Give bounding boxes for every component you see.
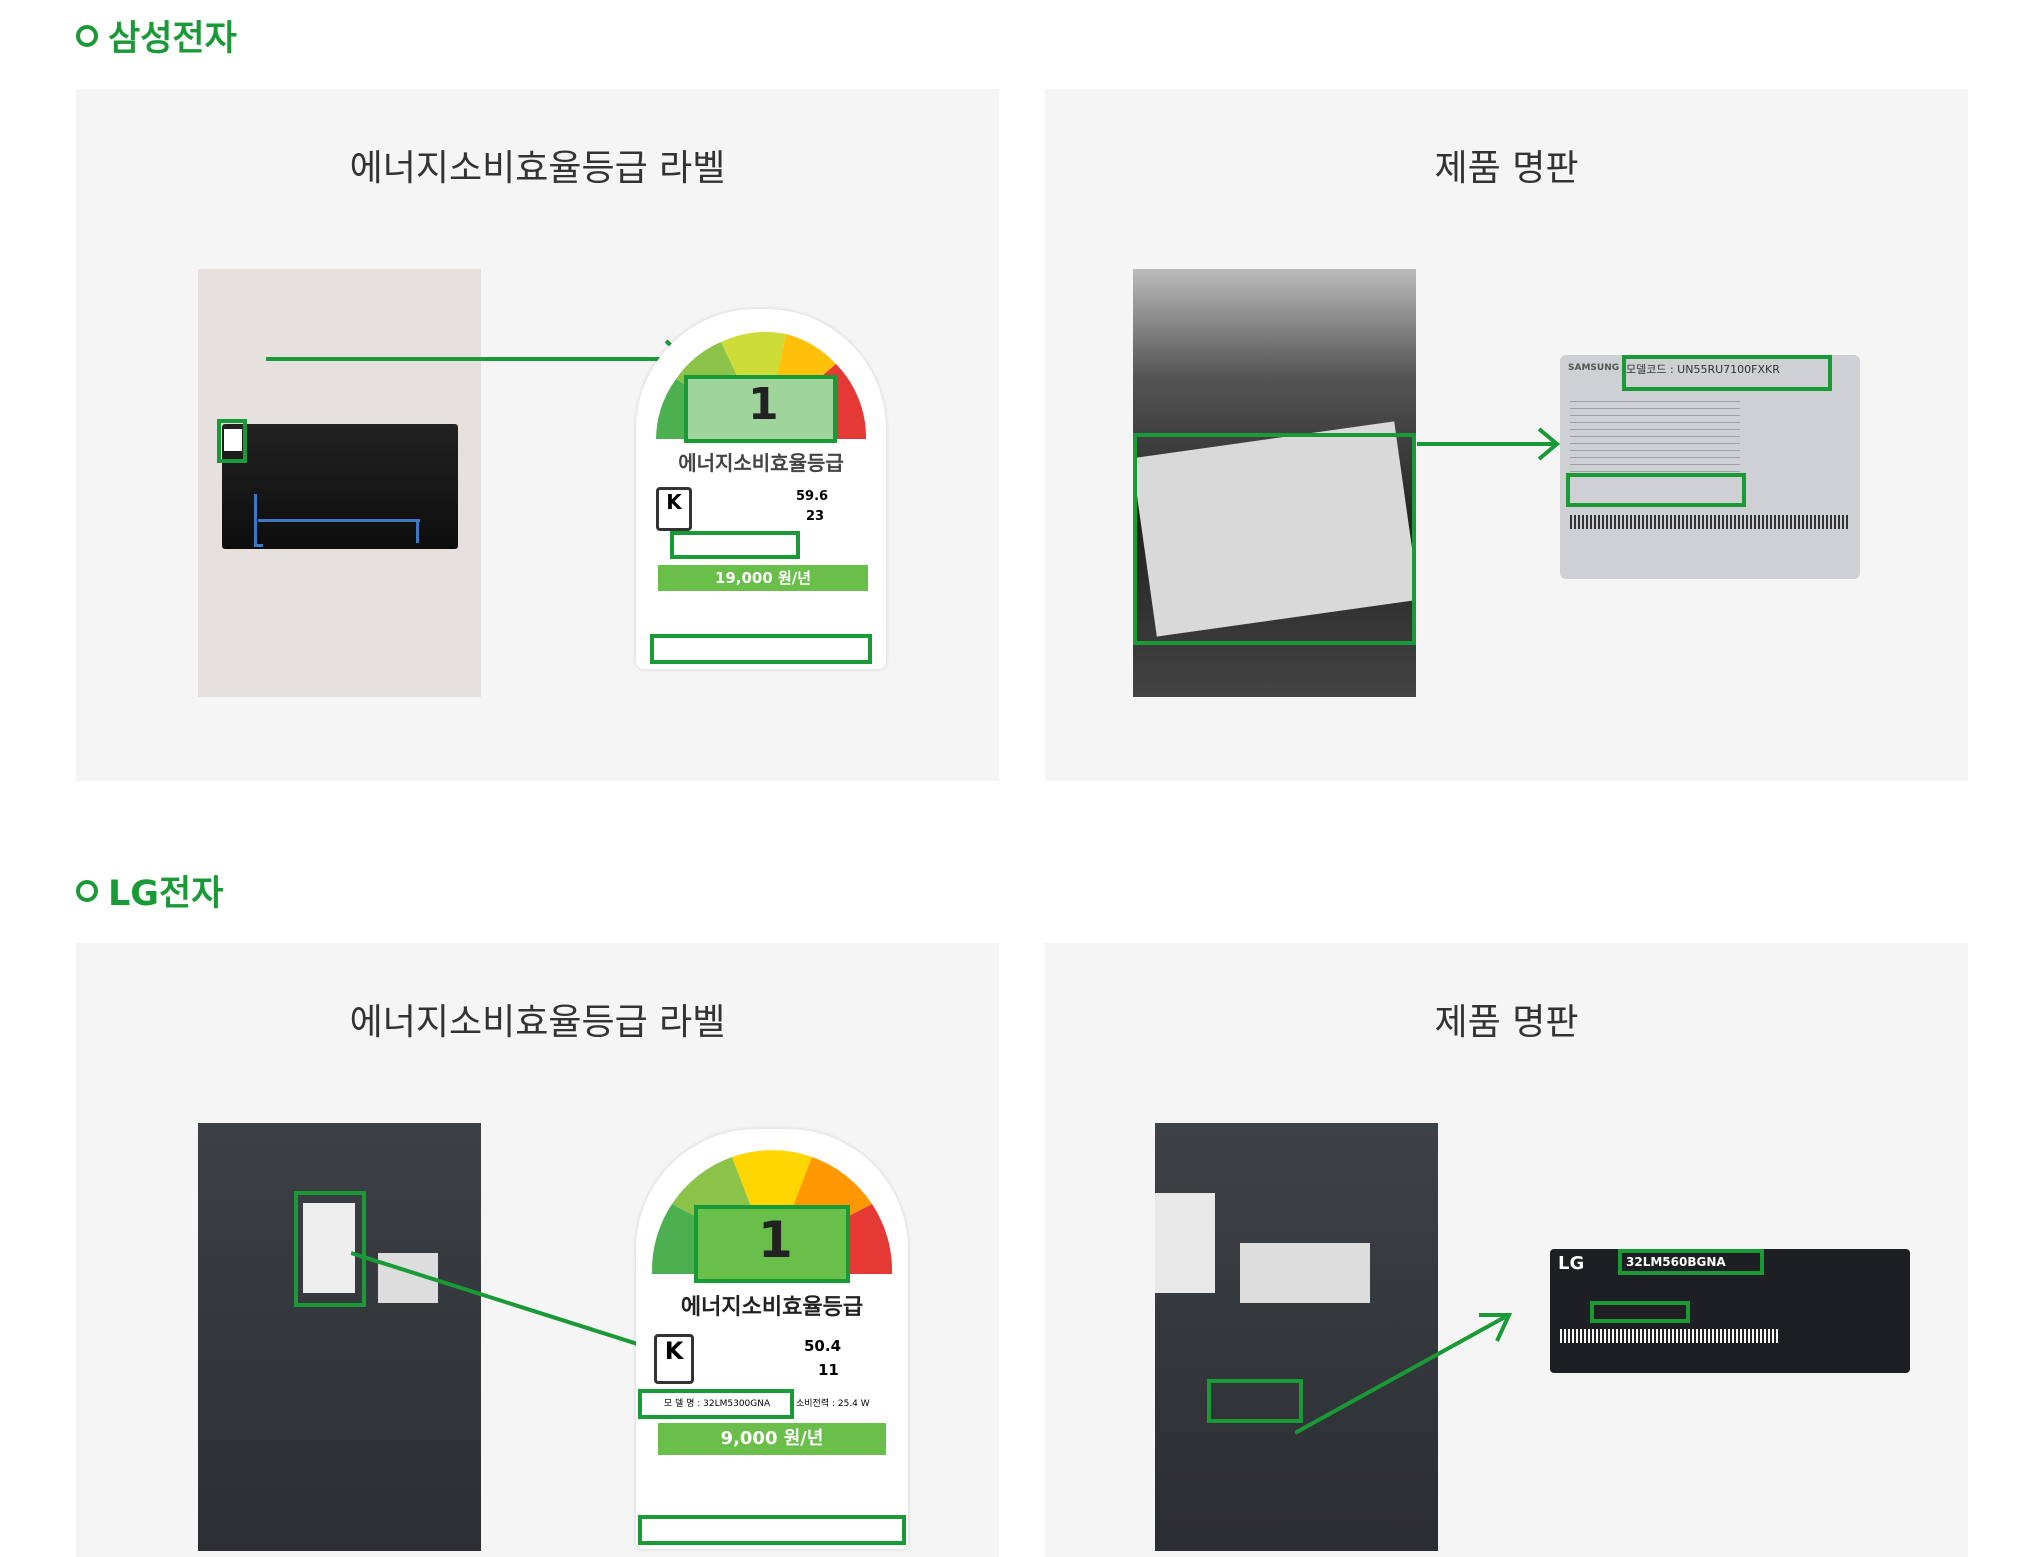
samsung-energy-label-panel: 에너지소비효율등급 라벨 1 에너지소비효율등급 K 59.6 23 19,00… — [76, 89, 999, 781]
highlight-box — [694, 1205, 850, 1283]
samsung-nameplate: SAMSUNG 모델코드 : UN55RU7100FXKR — [1560, 355, 1860, 579]
highlight-box — [1566, 473, 1746, 507]
lg-tv-back-photo — [1155, 1123, 1438, 1551]
kc-mark-icon: K — [656, 487, 692, 531]
barcode-icon — [1570, 515, 1850, 529]
highlight-box — [1618, 1249, 1764, 1275]
arrow-icon — [266, 339, 689, 379]
lg-energy-label-panel: 에너지소비효율등급 라벨 1 에너지소비효율등급 K 50.4 11 모 델 명… — [76, 943, 999, 1557]
kc-mark-icon: K — [654, 1334, 694, 1384]
circle-bullet-icon — [76, 24, 98, 47]
grade-number: 1 — [758, 1211, 793, 1269]
section-title-samsung: 삼성전자 — [76, 10, 237, 61]
highlight-box — [638, 1389, 794, 1419]
label-heading: 에너지소비효율등급 — [680, 1295, 864, 1320]
highlight-box — [650, 634, 872, 664]
lg-energy-label: 1 에너지소비효율등급 K 50.4 11 모 델 명 : 32LM5300GN… — [636, 1129, 908, 1549]
highlight-box — [1207, 1379, 1303, 1423]
circle-bullet-icon — [76, 879, 98, 902]
annual-cost: 9,000 원/년 — [658, 1423, 886, 1455]
arrow-icon — [1417, 427, 1561, 461]
tv-label-sticker — [224, 429, 242, 451]
panel-title: 에너지소비효율등급 라벨 — [349, 1002, 726, 1043]
panel-title: 에너지소비효율등급 라벨 — [349, 148, 726, 189]
lg-nameplate-panel: 제품 명판 LG 32LM560BGNA — [1045, 943, 1968, 1557]
tv-label-sticker — [303, 1203, 355, 1293]
arrow-icon — [1295, 1313, 1513, 1435]
highlight-box — [670, 531, 800, 559]
highlight-box — [684, 375, 837, 443]
samsung-energy-label: 1 에너지소비효율등급 K 59.6 23 19,000 원/년 — [636, 309, 886, 669]
highlight-box — [217, 419, 247, 463]
section-title-lg: LG전자 — [76, 865, 223, 916]
samsung-tv-back-photo — [198, 269, 481, 697]
highlight-box — [1133, 433, 1416, 645]
highlight-box — [294, 1191, 366, 1307]
panel-title: 제품 명판 — [1434, 1002, 1579, 1043]
highlight-box — [638, 1515, 906, 1545]
label-heading: 에너지소비효율등급 — [678, 451, 844, 475]
samsung-nameplate-panel: 제품 명판 SAMSUNG 모델코드 : UN55RU7100FXKR — [1045, 89, 1968, 781]
barcode-icon — [1560, 1329, 1780, 1343]
annual-cost: 19,000 원/년 — [658, 565, 868, 591]
samsung-tv-back-photo — [1133, 269, 1416, 697]
lg-tv-back-photo — [198, 1123, 481, 1551]
highlight-box — [1590, 1301, 1690, 1323]
lg-nameplate: LG 32LM560BGNA — [1550, 1249, 1910, 1373]
grade-number: 1 — [748, 379, 779, 430]
highlight-box — [1622, 355, 1832, 391]
panel-title: 제품 명판 — [1434, 148, 1579, 189]
